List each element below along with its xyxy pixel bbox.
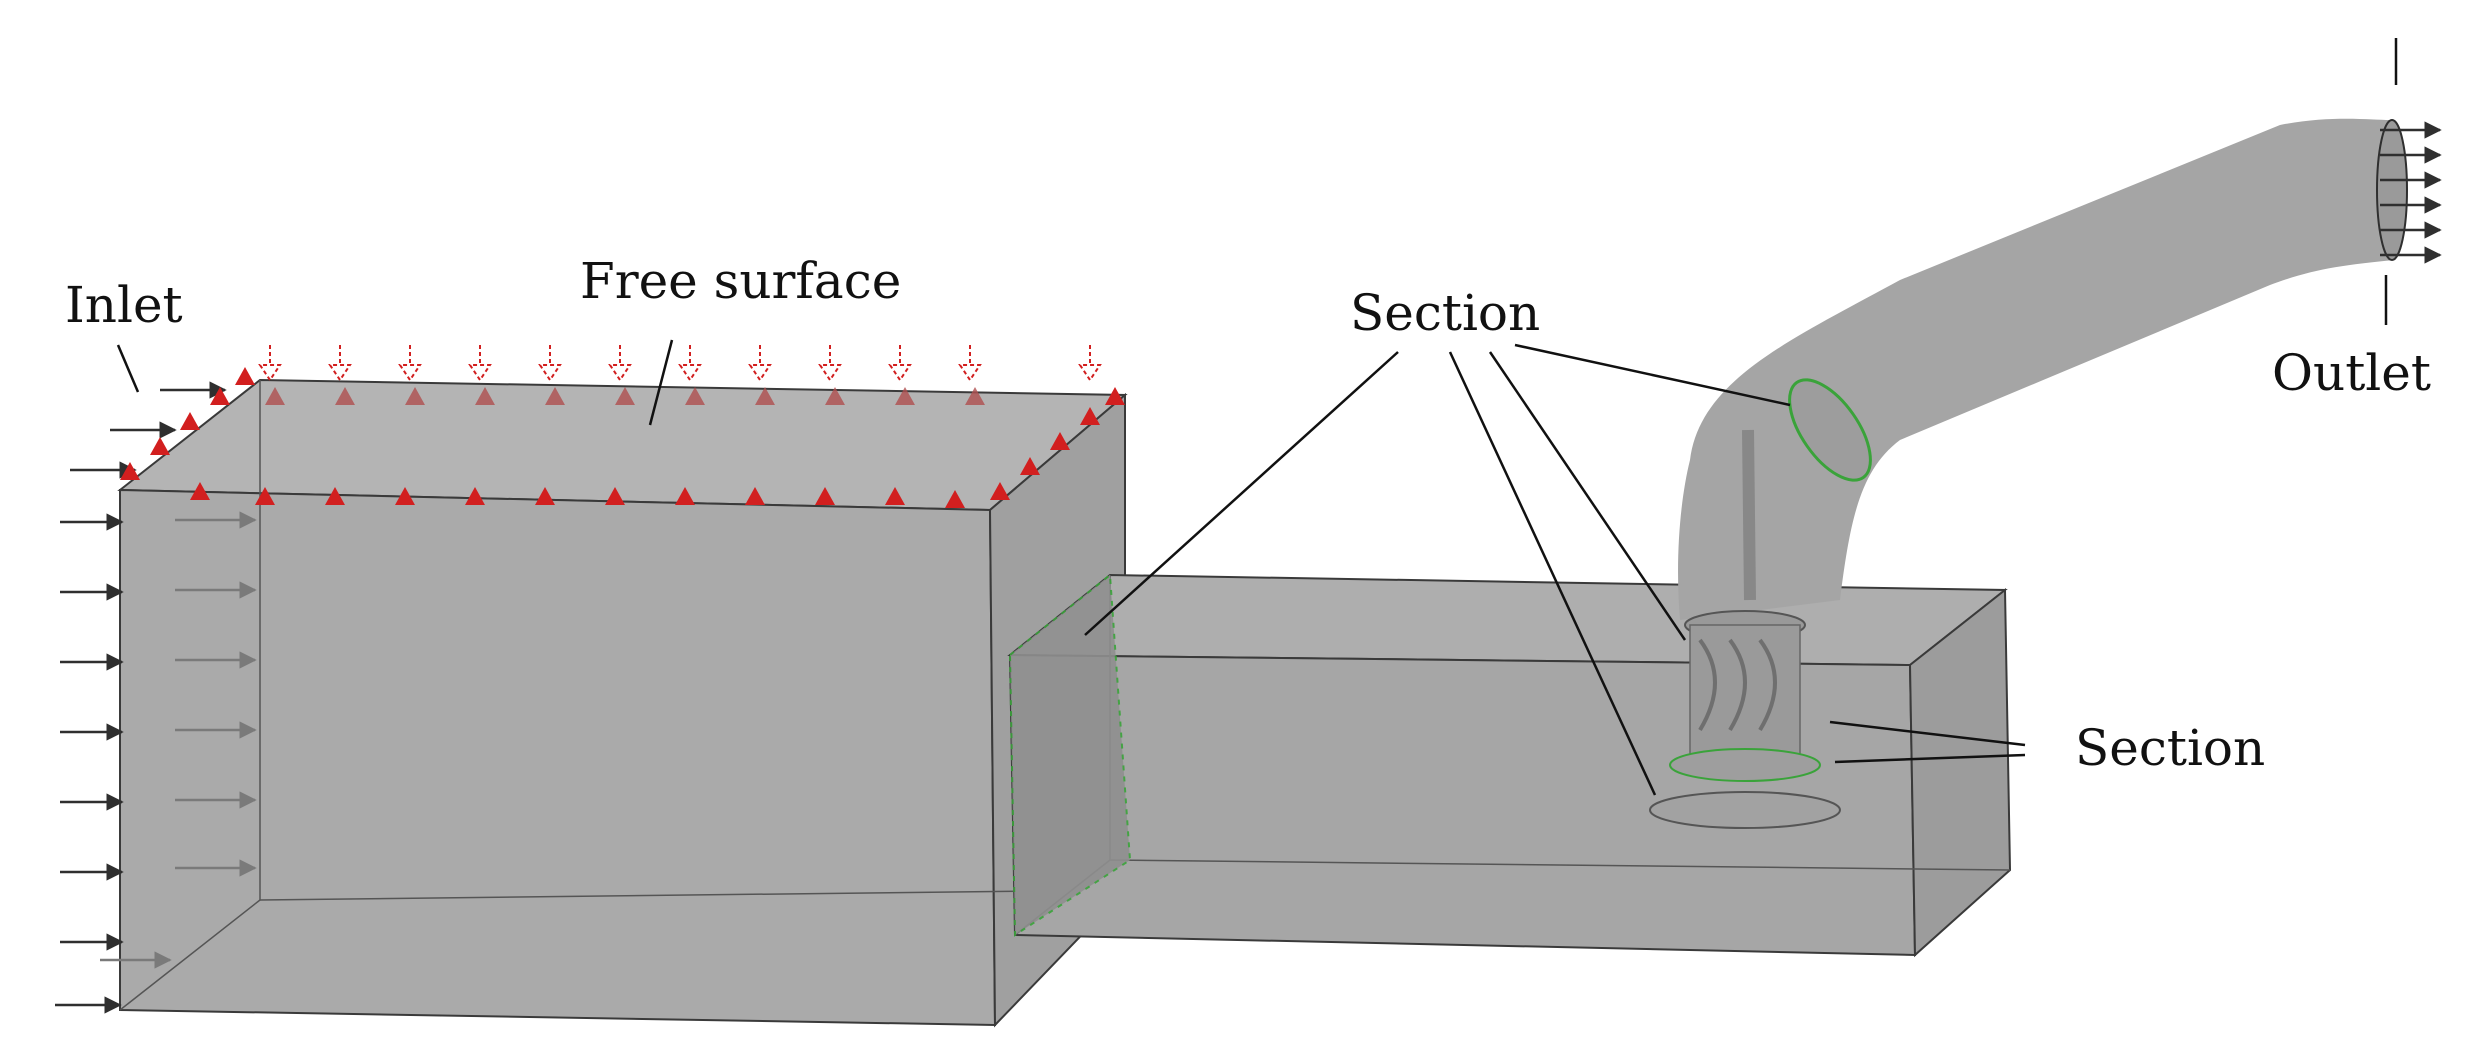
section-label-right: Section — [2075, 719, 2265, 777]
turbine-runner — [1649, 610, 1841, 829]
leader-section-2 — [1448, 351, 1657, 796]
reservoir-box — [117, 378, 1128, 1028]
leader-free-surface — [648, 339, 674, 426]
section-label-top: Section — [1350, 284, 1540, 342]
outlet-label: Outlet — [2272, 344, 2431, 402]
leader-section-4 — [1514, 343, 1791, 407]
leader-section-3 — [1488, 351, 1687, 641]
leader-section-1 — [1084, 351, 1399, 636]
tailwater-box — [1007, 573, 2012, 958]
leader-section-right-2 — [1834, 753, 2026, 764]
inlet-label: Inlet — [65, 276, 183, 334]
free-surface-label: Free surface — [580, 252, 901, 310]
inlet-flow-arrows — [55, 381, 257, 1014]
leader-section-right-1 — [1829, 720, 2026, 747]
leader-lines — [116, 38, 2398, 796]
outlet-flow-arrows — [2380, 121, 2442, 264]
free-surface-markers — [120, 345, 1125, 508]
leader-inlet — [116, 344, 140, 393]
